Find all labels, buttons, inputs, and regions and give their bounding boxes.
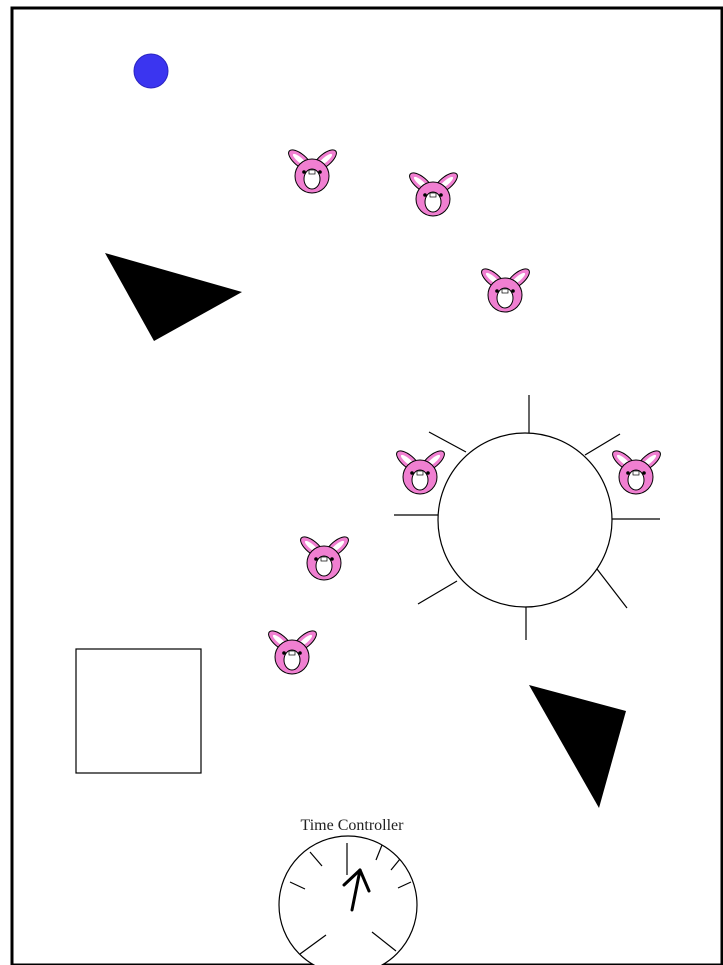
pink-bunny-icon[interactable] bbox=[285, 146, 339, 193]
pink-bunny-icon[interactable] bbox=[297, 533, 351, 580]
pink-bunny-icon[interactable] bbox=[393, 447, 447, 494]
blue-ball-icon[interactable] bbox=[134, 54, 168, 88]
pink-bunny-icon[interactable] bbox=[609, 447, 663, 494]
black-triangle-icon[interactable] bbox=[105, 253, 242, 341]
outlined-square-icon[interactable] bbox=[76, 649, 201, 773]
pink-bunny-icon[interactable] bbox=[265, 627, 319, 674]
black-triangle-icon[interactable] bbox=[529, 685, 626, 808]
pink-bunny-icon[interactable] bbox=[406, 169, 460, 216]
time-controller-label: Time Controller bbox=[282, 817, 422, 835]
pink-bunny-icon[interactable] bbox=[478, 265, 532, 312]
clock-icon[interactable] bbox=[279, 836, 417, 965]
spiked-circle-icon[interactable] bbox=[394, 395, 660, 640]
